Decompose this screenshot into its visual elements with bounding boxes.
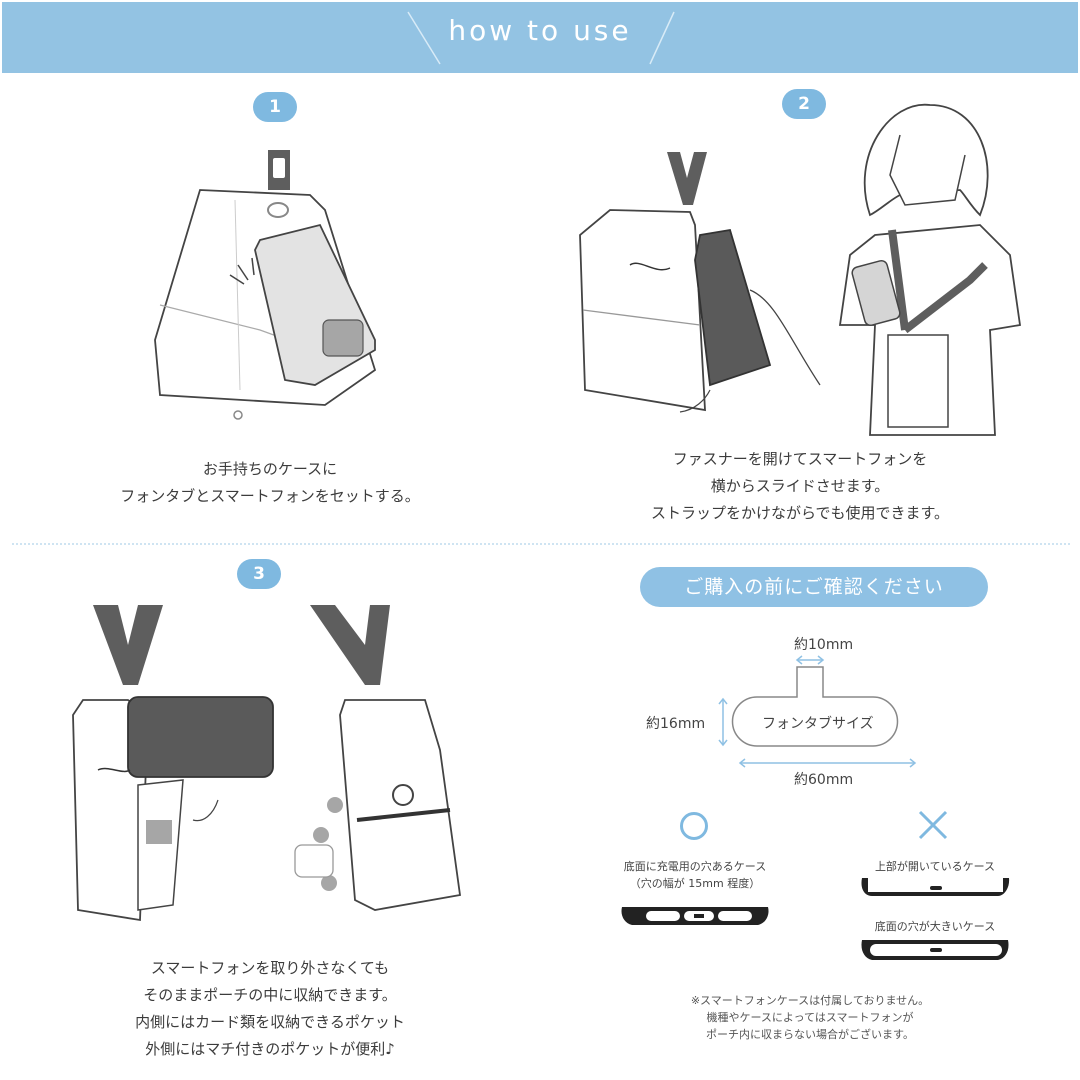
step-1-caption: お手持ちのケースに フォンタブとスマートフォンをセットする。: [60, 456, 480, 510]
ok-symbol-icon: [680, 812, 708, 840]
step-1-badge: 1: [253, 92, 297, 122]
ng-case-1-illustration: [861, 878, 1010, 896]
step-2-person-illustration: [838, 103, 1022, 436]
ng-symbol-icon: [916, 808, 950, 842]
step-3-caption: スマートフォンを取り外さなくても そのままポーチの中に収納できます。 内側にはカ…: [60, 955, 480, 1063]
ok-case-line: 底面に充電用の穴あるケース: [623, 860, 767, 873]
step-2-caption-line: ファスナーを開けてスマートフォンを: [672, 450, 928, 468]
footnote-line: 機種やケースによってはスマートフォンが: [706, 1011, 914, 1024]
ng-case-2-label: 底面の穴が大きいケース: [874, 920, 996, 933]
step-1-caption-line: お手持ちのケースに: [202, 460, 338, 478]
step-2-badge: 2: [782, 89, 826, 119]
step-3-caption-line: 内側にはカード類を収納できるポケット: [135, 1013, 405, 1031]
tab-width-label: 約10mm: [794, 637, 854, 653]
ng-case-2-illustration: [861, 940, 1009, 960]
footnote-line: ポーチ内に収まらない場合がございます。: [706, 1028, 914, 1041]
step-3-badge: 3: [237, 559, 281, 589]
banner-slash-decoration: [407, 11, 675, 65]
step-1-illustration: [154, 150, 377, 420]
ok-case-description: 底面に充電用の穴あるケース （穴の幅が 15mm 程度）: [600, 858, 790, 892]
step-2-caption-line: ストラップをかけながらでも使用できます。: [650, 504, 950, 522]
section-divider: [12, 543, 1070, 545]
step-1-caption-line: フォンタブとスマートフォンをセットする。: [120, 487, 420, 505]
footnote-line: ※スマートフォンケースは付属しておりません。: [690, 994, 930, 1007]
step-2-caption: ファスナーを開けてスマートフォンを 横からスライドさせます。 ストラップをかけな…: [580, 446, 1020, 527]
step-2-pouch-illustration: [579, 152, 821, 413]
step-2-caption-line: 横からスライドさせます。: [710, 477, 890, 495]
ng-case-1-label: 上部が開いているケース: [874, 860, 996, 873]
footnote: ※スマートフォンケースは付属しておりません。 機種やケースによってはスマートフォ…: [600, 992, 1020, 1043]
step-3-pocket-illustration: [294, 605, 462, 911]
notice-title: ご購入の前にご確認ください: [640, 567, 988, 607]
step-3-caption-line: そのままポーチの中に収納できます。: [143, 986, 397, 1004]
step-3-caption-line: 外側にはマチ付きのポケットが便利♪: [145, 1040, 395, 1058]
step-3-phone-stored-illustration: [72, 605, 274, 922]
phone-tab-diagram: [718, 655, 917, 768]
tab-total-width-label: 約60mm: [794, 772, 854, 788]
page-title: how to use: [448, 14, 632, 47]
tab-height-label: 約16mm: [646, 716, 706, 732]
step-3-caption-line: スマートフォンを取り外さなくても: [150, 959, 390, 977]
ok-case-line: （穴の幅が 15mm 程度）: [629, 877, 761, 890]
ok-case-bottom-illustration: [621, 907, 769, 925]
header-banner: how to use: [2, 2, 1078, 73]
tab-size-label: フォンタブサイズ: [762, 716, 874, 732]
